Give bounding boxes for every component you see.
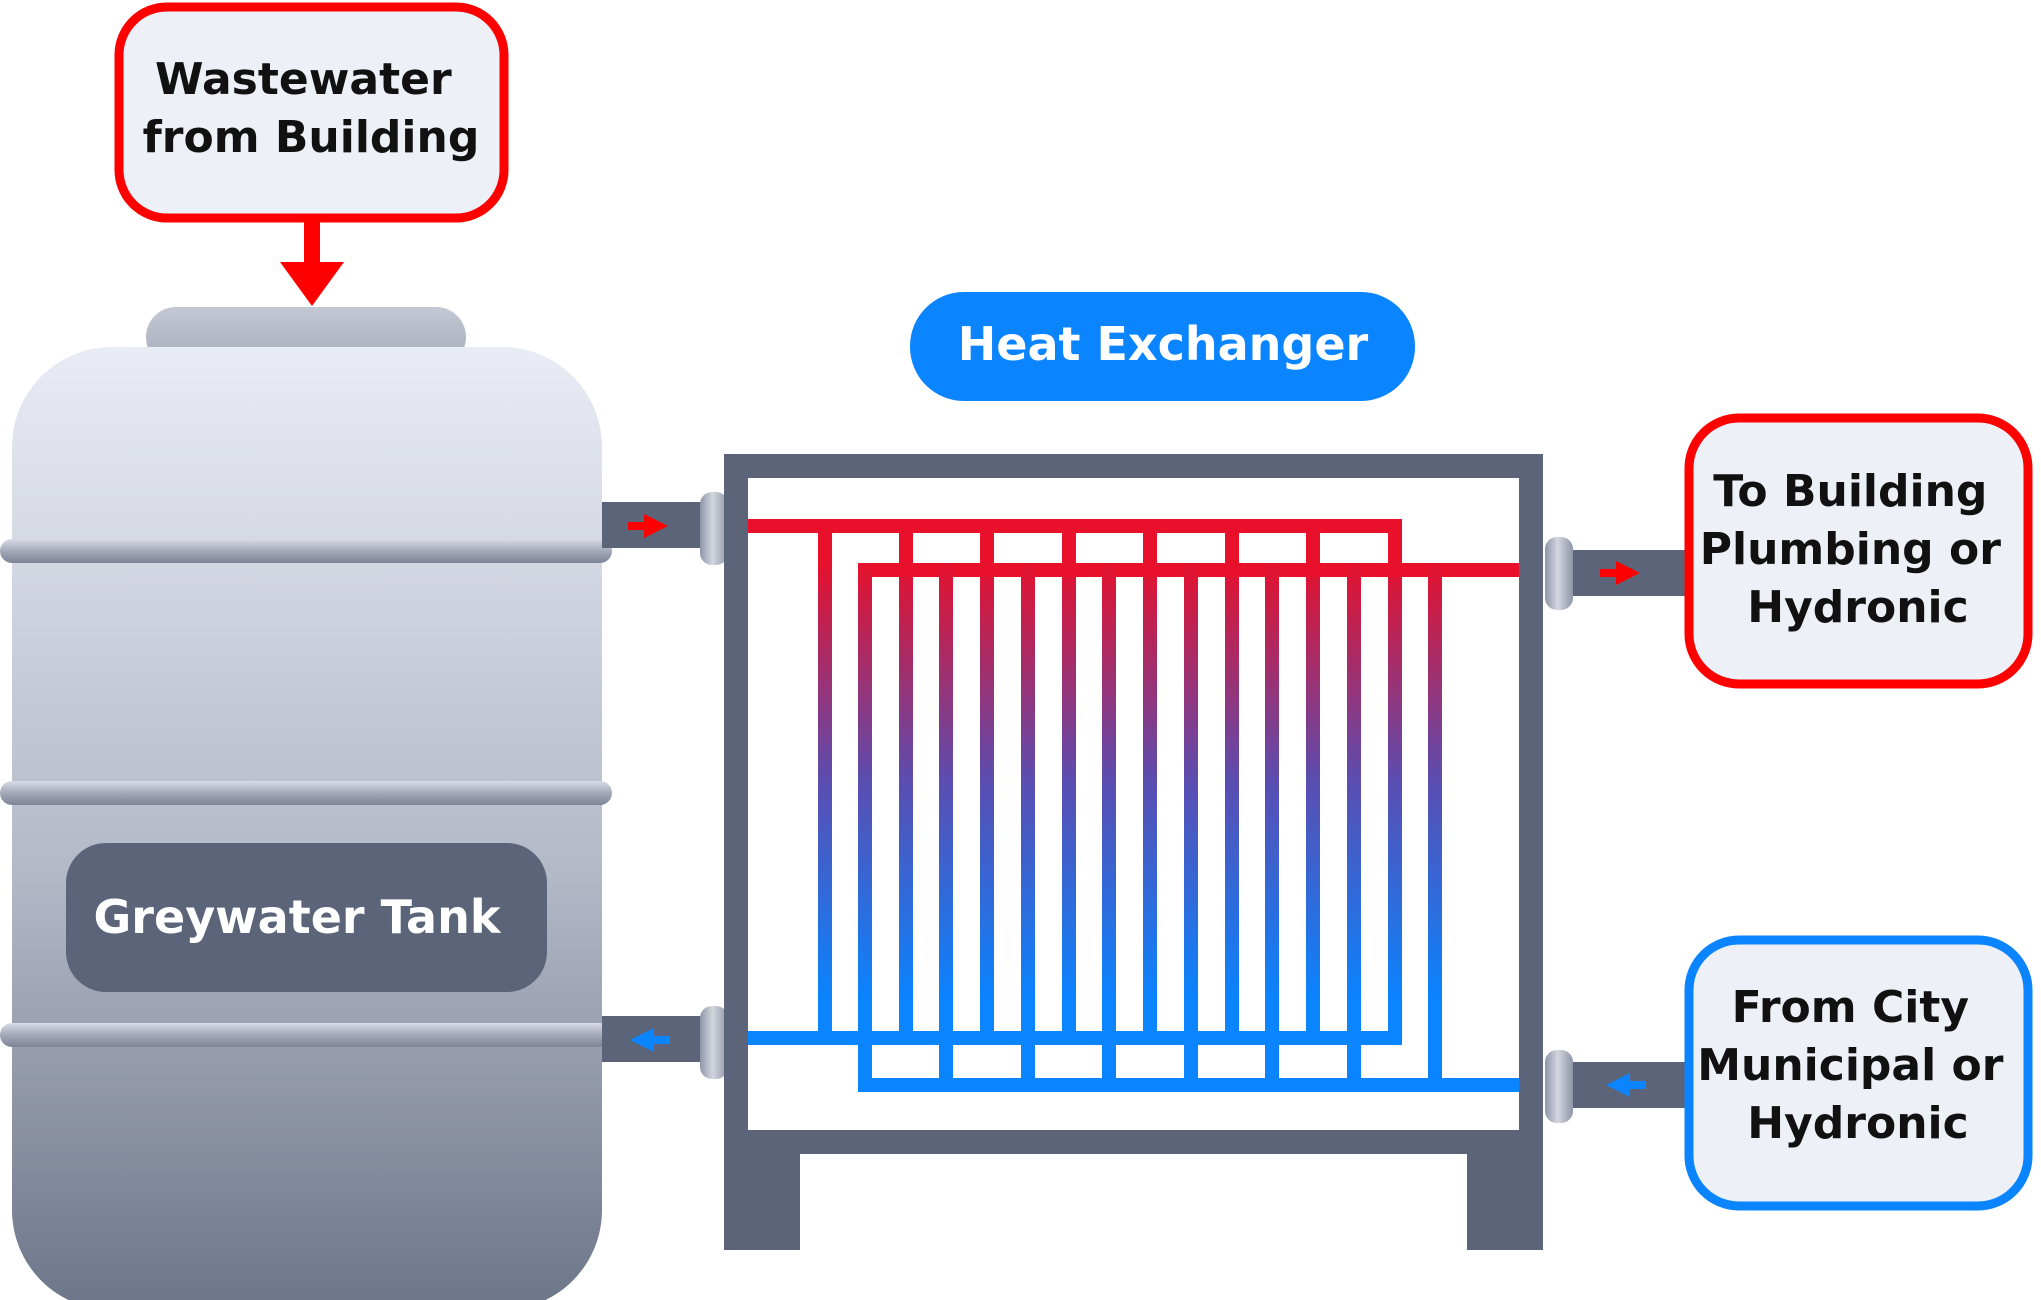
to-building-output: To Building Plumbing or Hydronic	[1684, 413, 2033, 689]
coil-primary-tube-8	[1388, 519, 1402, 1045]
coil-secondary-tube-6	[1265, 563, 1279, 1092]
coil-primary-tube-1	[818, 519, 832, 1045]
wastewater-label: Wastewater from Building	[143, 54, 480, 163]
to-building-label: To Building Plumbing or Hydronic	[1700, 466, 2016, 633]
coil-primary-tube-7	[1306, 519, 1320, 1045]
coil-primary-tube-3	[980, 519, 994, 1045]
heat-exchanger-label: Heat Exchanger	[958, 317, 1369, 371]
arrow-down-icon	[280, 222, 344, 306]
arrow-right-icon	[1600, 561, 1640, 585]
arrow-left-icon	[1606, 1073, 1646, 1097]
right-pipes	[1545, 537, 1692, 1123]
frame-leg-right	[1467, 1142, 1543, 1250]
arrow-right-icon	[628, 514, 668, 538]
frame-leg-left	[724, 1142, 800, 1250]
coil-secondary-tube-4	[1102, 563, 1116, 1092]
coil-secondary-tube-2	[939, 563, 953, 1092]
coil-primary-tubes	[818, 519, 1402, 1045]
coil-secondary-tube-5	[1184, 563, 1198, 1092]
tank-band-middle	[0, 781, 612, 805]
coil-loop-secondary	[858, 563, 1519, 1092]
flange-hot-out	[1545, 537, 1573, 610]
from-city-input: From City Municipal or Hydronic	[1684, 935, 2033, 1211]
tank-label: Greywater Tank	[94, 890, 502, 944]
to-building-box	[1684, 413, 2033, 689]
tank-body	[12, 347, 602, 1300]
from-city-box	[1684, 935, 2033, 1211]
coil-secondary-tube-1	[858, 563, 872, 1092]
flange-cold-out	[700, 1006, 728, 1079]
flange-cold-in	[1545, 1050, 1573, 1123]
left-pipes	[602, 492, 728, 1079]
coil-secondary-tube-3	[1021, 563, 1035, 1092]
from-city-label: From City Municipal or Hydronic	[1697, 982, 2019, 1149]
tank-band-bottom	[0, 1023, 612, 1047]
tank-label-box	[66, 843, 547, 992]
heat-exchanger-pill	[910, 292, 1415, 401]
tank-band-top	[0, 539, 612, 563]
coil-secondary-tube-7	[1347, 563, 1361, 1092]
heat-exchanger-frame	[724, 454, 1543, 1250]
coil-primary-tube-4	[1062, 519, 1076, 1045]
greywater-tank: Greywater Tank	[0, 307, 612, 1300]
frame-border	[724, 454, 1543, 1154]
wastewater-input: Wastewater from Building	[114, 2, 509, 306]
coil-secondary-tubes	[858, 563, 1442, 1092]
coil-primary-tube-5	[1143, 519, 1157, 1045]
coil-loop-primary	[748, 519, 1402, 1045]
flange-hot-in	[700, 492, 728, 565]
coil-secondary-tube-8	[1428, 563, 1442, 1092]
arrow-left-icon	[630, 1028, 670, 1052]
wastewater-box	[114, 2, 509, 223]
coil-primary-tube-2	[899, 519, 913, 1045]
coil-primary-tube-6	[1225, 519, 1239, 1045]
heat-exchanger-title: Heat Exchanger	[910, 292, 1415, 401]
